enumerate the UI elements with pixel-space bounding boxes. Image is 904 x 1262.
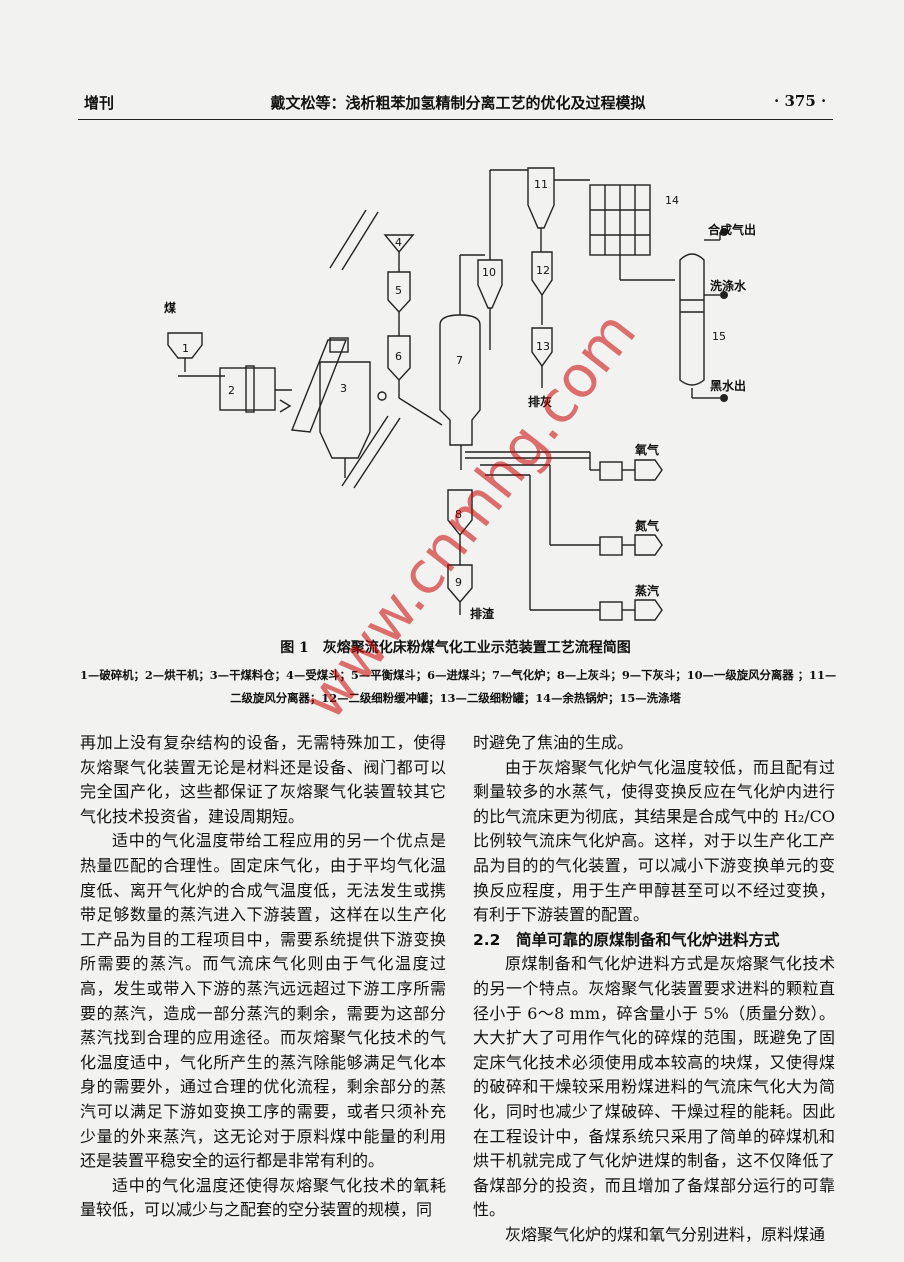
left-column: 再加上没有复杂结构的设备，无需特殊加工，使得灰熔聚气化装置无论是材料还是设备、阀… bbox=[80, 731, 446, 1223]
feed-hopper-6 bbox=[387, 335, 411, 382]
figure-caption: 图 1 灰熔聚流化床粉煤气化工业示范装置工艺流程简图 bbox=[280, 640, 631, 656]
label-11: 11 bbox=[534, 178, 548, 191]
coal-bin-3 bbox=[319, 361, 371, 459]
cyclone-11 bbox=[527, 167, 555, 229]
label-8: 8 bbox=[455, 508, 462, 521]
paragraph: 原煤制备和气化炉进料方式是灰熔聚气化技术的另一个特点。灰熔聚气化装置要求进料的颗… bbox=[473, 954, 835, 1220]
receiving-hopper-4 bbox=[383, 234, 415, 254]
label-10: 10 bbox=[482, 266, 496, 279]
paragraph: 时避免了焦油的生成。 bbox=[473, 733, 634, 752]
buffer-tank-12 bbox=[531, 251, 553, 297]
label-7: 7 bbox=[456, 354, 463, 367]
label-6: 6 bbox=[395, 350, 402, 363]
figure-legend-line-1: 1—破碎机；2—烘干机；3—干煤料仓；4—受煤斗；5—平衡煤斗；6—进煤斗；7—… bbox=[80, 668, 837, 682]
cyclone-10 bbox=[477, 259, 503, 309]
label-12: 12 bbox=[536, 264, 550, 277]
label-ash-discharge: 排灰 bbox=[528, 394, 552, 409]
paragraph: 灰熔聚气化炉的煤和氧气分别进料，原料煤通 bbox=[505, 1224, 826, 1244]
page-number: · 375 · bbox=[774, 92, 827, 110]
label-13: 13 bbox=[536, 340, 550, 353]
lower-ash-hopper-9 bbox=[447, 564, 473, 604]
label-5: 5 bbox=[395, 284, 402, 297]
label-4: 4 bbox=[395, 236, 402, 249]
label-3: 3 bbox=[340, 382, 347, 395]
label-slag-discharge: 排渣 bbox=[470, 606, 495, 621]
upper-ash-hopper-8 bbox=[447, 489, 473, 537]
section-heading: 2.2 简单可靠的原煤制备和气化炉进料方式 bbox=[473, 930, 780, 949]
label-coal: 煤 bbox=[164, 300, 176, 315]
label-2: 2 bbox=[228, 384, 235, 397]
paragraph: 适中的气化温度带给工程应用的另一个优点是热量匹配的合理性。固定床气化，由于平均气… bbox=[80, 831, 446, 1171]
running-title: 戴文松等：浅析粗苯加氢精制分离工艺的优化及过程模拟 bbox=[270, 94, 646, 112]
fines-tank-13 bbox=[531, 327, 553, 368]
label-syngas-out: 合成气出 bbox=[708, 222, 756, 237]
paragraph: 适中的气化温度还使得灰熔聚气化技术的氧耗量较低，可以减少与之配套的空分装置的规模… bbox=[80, 1175, 446, 1220]
label-black-water-out: 黑水出 bbox=[710, 378, 746, 393]
gasifier-7 bbox=[439, 314, 481, 446]
label-1: 1 bbox=[182, 342, 189, 355]
balance-hopper-5 bbox=[387, 271, 411, 314]
header-rule bbox=[78, 119, 833, 120]
label-14: 14 bbox=[665, 194, 679, 207]
label-wash-water: 洗涤水 bbox=[710, 278, 747, 293]
label-oxygen: 氧气 bbox=[634, 442, 659, 457]
crusher-1 bbox=[167, 332, 203, 359]
paragraph: 再加上没有复杂结构的设备，无需特殊加工，使得灰熔聚气化装置无论是材料还是设备、阀… bbox=[80, 733, 446, 826]
process-flow-diagram: 1 2 3 4 5 6 7 8 9 10 11 12 13 14 15 煤 合成… bbox=[164, 167, 756, 621]
label-nitrogen: 氮气 bbox=[635, 518, 659, 533]
label-15: 15 bbox=[712, 330, 726, 343]
label-steam: 蒸汽 bbox=[635, 583, 659, 598]
label-9: 9 bbox=[455, 576, 462, 589]
right-column: 时避免了焦油的生成。 由于灰熔聚气化炉气化温度较低，而且配有过剩量较多的水蒸气，… bbox=[473, 731, 835, 1247]
scrubber-15 bbox=[679, 253, 705, 386]
figure-legend-line-2: 二级旋风分离器；12—二级细粉缓冲罐；13—二级细粉罐；14—余热锅炉；15—洗… bbox=[230, 691, 681, 705]
dryer-2 bbox=[219, 367, 276, 411]
paragraph: 由于灰熔聚气化炉气化温度较低，而且配有过剩量较多的水蒸气，使得变换反应在气化炉内… bbox=[473, 757, 835, 925]
journal-issue: 增刊 bbox=[84, 94, 115, 112]
